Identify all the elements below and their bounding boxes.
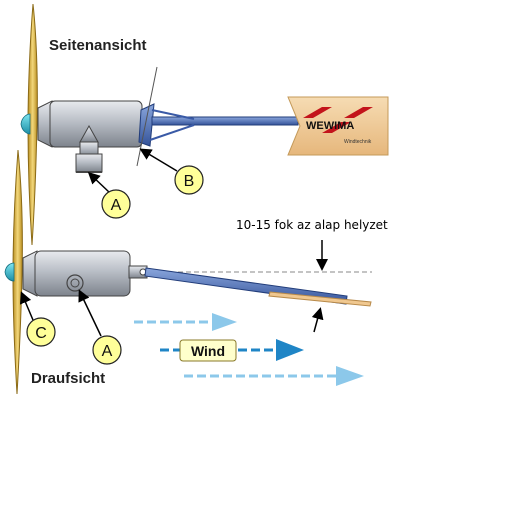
side-yaw-cone — [79, 124, 99, 143]
callout-b-letter: B — [184, 173, 195, 190]
vane-logo-stripe-left — [303, 107, 332, 118]
callout-c-leader — [19, 291, 34, 321]
vane-logo-subtitle: Windtechnik — [344, 139, 372, 145]
top-yaw-bearing-inner — [70, 278, 80, 288]
side-tail-boom — [151, 116, 299, 126]
angle-vane-arrow — [311, 307, 324, 333]
side-hub-spinner — [20, 113, 31, 135]
side-nacelle-nose — [37, 100, 53, 148]
top-hub-spinner — [4, 262, 15, 282]
top-yaw-bearing-outer — [66, 274, 84, 292]
callout-b-circle — [174, 165, 204, 195]
wind-arrow-upper — [134, 313, 237, 331]
top-nacelle-body — [34, 250, 131, 297]
top-tail-vane — [268, 291, 372, 307]
vane-logo-stripe-bottom — [322, 122, 351, 133]
side-tail-strut-upper — [151, 109, 195, 120]
callout-c-circle — [26, 317, 56, 347]
top-view-title: Draufsicht — [31, 370, 105, 387]
side-mast-stub — [75, 153, 103, 173]
callout-a-side-letter: A — [111, 197, 122, 214]
callout-a-top-letter: A — [102, 343, 113, 360]
callout-c-letter: C — [35, 325, 47, 342]
angle-note: 10-15 fok az alap helyzet — [236, 218, 388, 232]
callout-b-leader — [139, 148, 178, 172]
top-nacelle-nose — [22, 250, 38, 297]
side-view: Seitenansicht WEWIMA Windtechnik — [20, 3, 389, 246]
wind-arrow-lower — [184, 366, 364, 386]
vane-logo-stripe-right — [344, 107, 373, 118]
callout-a-top-circle — [92, 335, 122, 365]
top-view: 10-15 fok az alap helyzet C A Draufsicht… — [4, 149, 388, 395]
vane-logo-brand: WEWIMA — [306, 120, 354, 132]
side-rotor-blade — [27, 3, 38, 246]
wind-label: Wind — [191, 343, 225, 359]
side-tail-strut-lower — [149, 124, 195, 141]
wind-label-box — [179, 339, 237, 362]
top-rotor-blade — [12, 149, 23, 395]
callout-a-top-leader — [78, 289, 102, 337]
side-view-title: Seitenansicht — [49, 37, 147, 54]
callout-a-side-leader — [87, 171, 111, 194]
callout-a-side-circle — [101, 189, 131, 219]
